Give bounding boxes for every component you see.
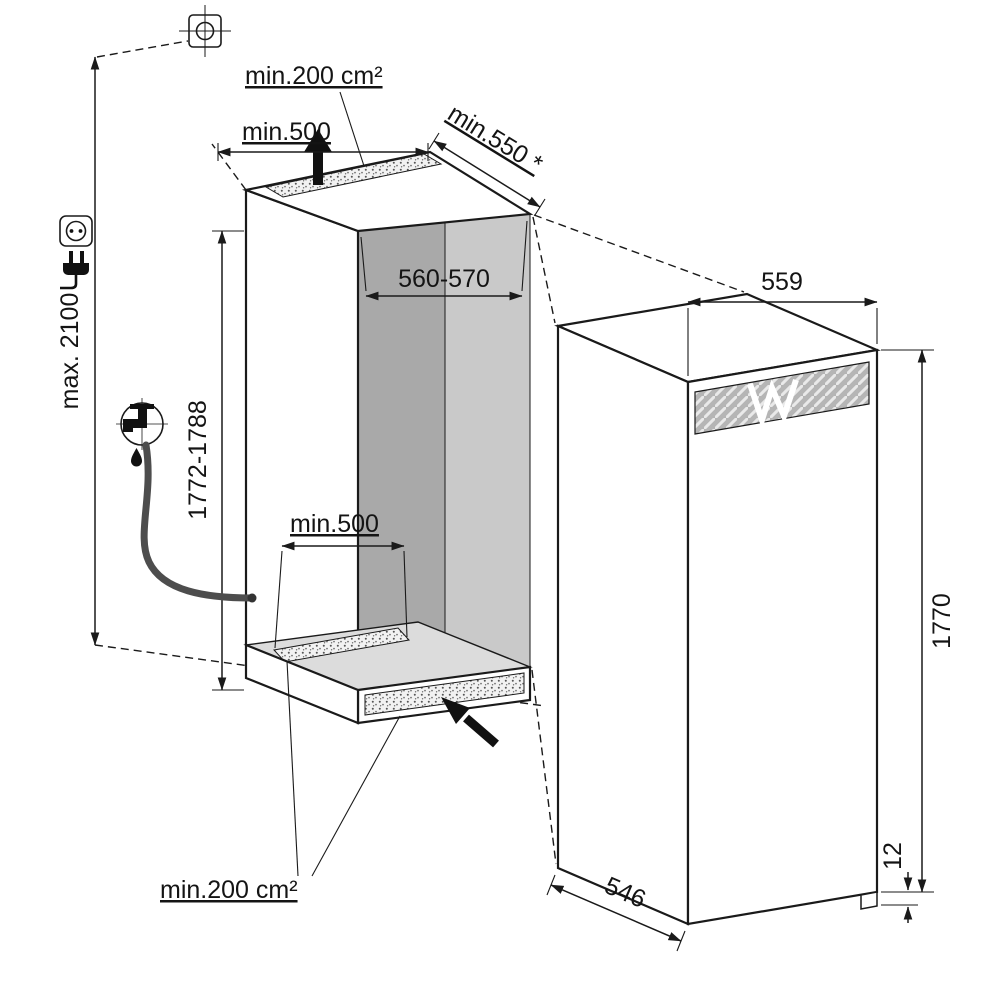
appliance-foot (860, 891, 878, 910)
drain-hose (140, 441, 256, 602)
appliance-side-face (556, 324, 690, 926)
power-socket-icon (59, 215, 93, 247)
label-niche-width: 560-570 (398, 265, 490, 293)
ventilation-grille (694, 361, 870, 435)
water-drop-icon (131, 448, 142, 467)
label-ceiling-height: max. 2100 (56, 293, 84, 410)
niche-left-panel (244, 188, 360, 692)
niche-base-left (244, 643, 360, 725)
dimension-lines (90, 56, 934, 952)
water-tap-icon (116, 398, 168, 450)
label-appliance-height: 1770 (928, 593, 956, 649)
label-top-vent-area: min.200 cm² (245, 62, 383, 90)
ceiling-fixing-icon (179, 5, 231, 57)
hose-end-fitting (247, 593, 257, 603)
grille-zigzag-mark (747, 379, 799, 430)
appliance-front-face (686, 348, 879, 926)
label-top-clearance: min.500 (242, 118, 331, 146)
base-vent-hatch (364, 672, 525, 716)
label-appliance-width: 559 (761, 268, 803, 296)
label-niche-depth: min.550 * (443, 99, 548, 178)
label-base-gap: 12 (879, 842, 907, 870)
power-plug-icon (60, 251, 89, 290)
utility-icons (59, 5, 257, 603)
airflow-bottom-arrow-icon (441, 697, 499, 748)
dimension-labels: min.200 cm² min.500 min.550 * 560-570 17… (56, 62, 956, 914)
label-base-clearance: min.500 (290, 510, 379, 538)
niche (241, 129, 534, 748)
airflow-up-arrow-icon (304, 129, 332, 185)
floor-vent-hatch (273, 627, 410, 663)
label-base-vent-area: min.200 cm² (160, 876, 298, 904)
appliance (554, 292, 881, 926)
label-niche-height: 1772-1788 (184, 400, 212, 520)
